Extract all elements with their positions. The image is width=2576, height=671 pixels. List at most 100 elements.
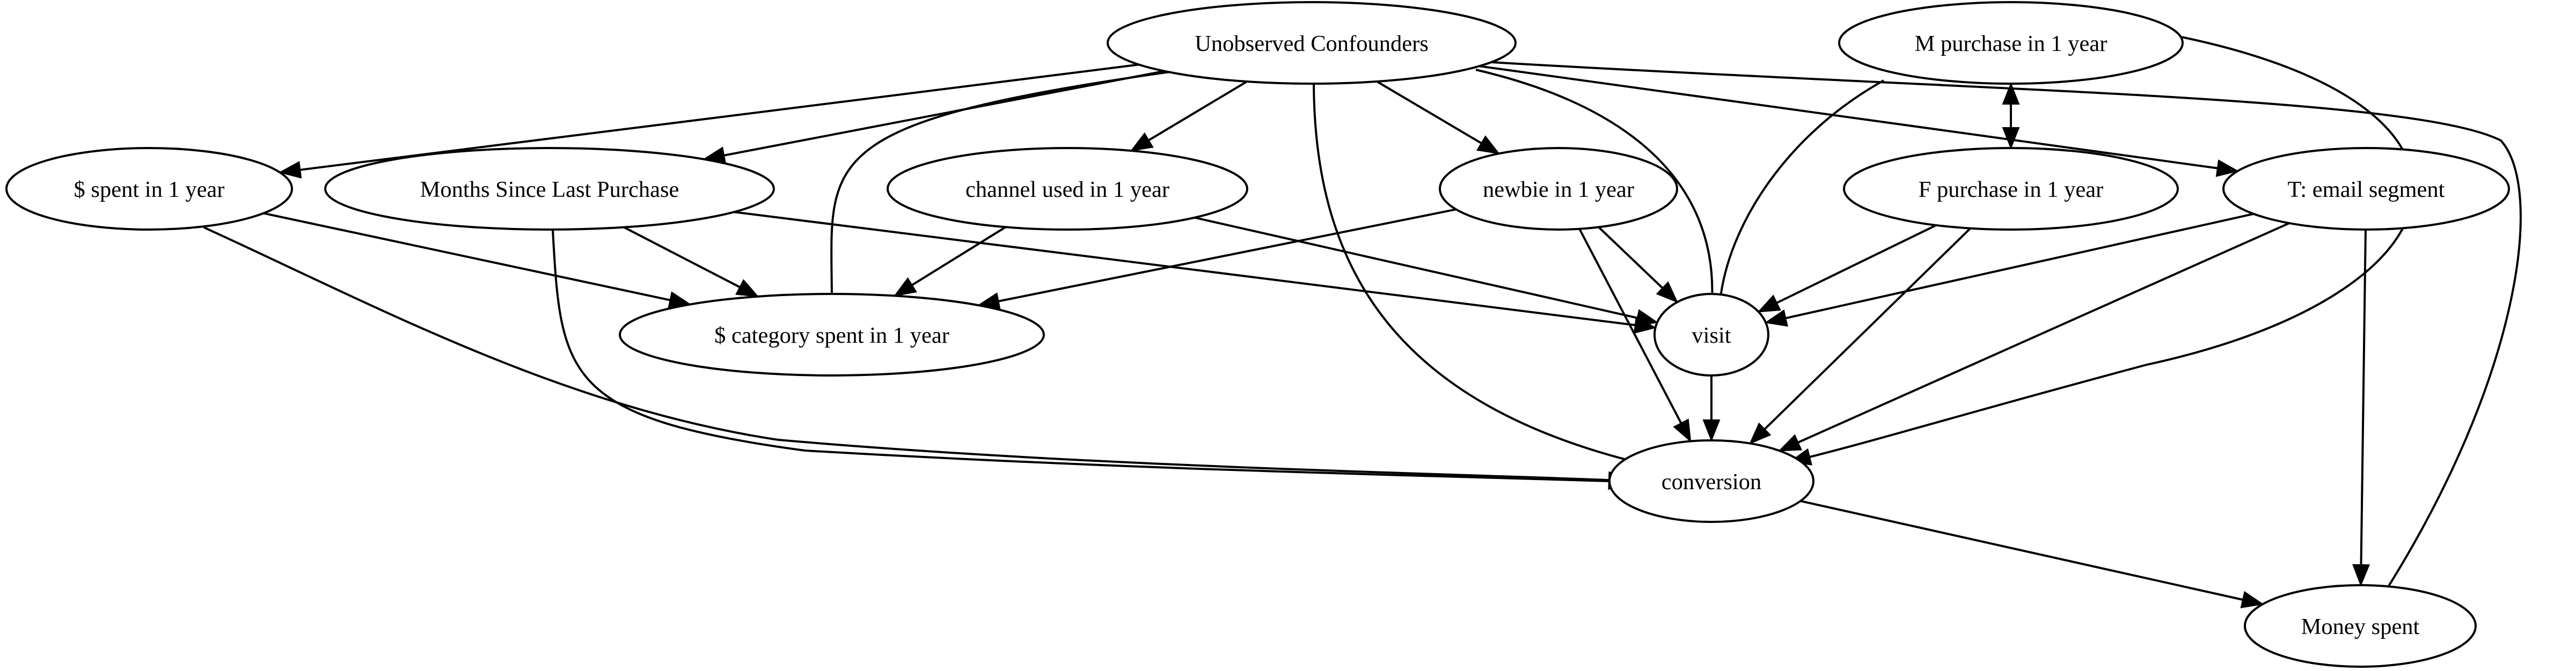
arrowhead bbox=[2352, 564, 2370, 587]
edge-line bbox=[1797, 222, 2290, 444]
node-ellipse bbox=[324, 147, 775, 231]
edge-uc-ch bbox=[1130, 80, 1248, 152]
edge-line bbox=[723, 70, 1165, 157]
edge-fp-cv bbox=[1749, 227, 1971, 445]
edge-layer bbox=[203, 35, 2522, 614]
edge-line bbox=[1785, 212, 2254, 320]
edge-line bbox=[1598, 226, 1664, 289]
node-uc: Unobserved Confounders bbox=[1107, 1, 1517, 85]
arrowhead bbox=[735, 279, 759, 298]
edge-line bbox=[203, 226, 1609, 481]
edge-nb-cv bbox=[1578, 228, 1692, 443]
node-ellipse bbox=[1653, 293, 1769, 377]
edge-line bbox=[998, 208, 1457, 303]
edge-em-cv bbox=[1778, 222, 2290, 452]
edge-fp-vi bbox=[1757, 224, 1937, 313]
edge-line bbox=[1763, 227, 1971, 430]
node-cat: $ category spent in 1 year bbox=[619, 293, 1045, 377]
edge-line bbox=[1148, 80, 1248, 142]
node-label: channel used in 1 year bbox=[965, 177, 1169, 202]
node-nb: newbie in 1 year bbox=[1439, 147, 1678, 231]
arrowhead bbox=[1764, 309, 1788, 327]
node-label: conversion bbox=[1662, 469, 1761, 495]
node-vi: visit bbox=[1653, 293, 1769, 377]
edge-ch-cat bbox=[893, 226, 1006, 297]
edge-line bbox=[1578, 228, 1682, 424]
node-cv: conversion bbox=[1608, 439, 1814, 523]
edge-nb-cat bbox=[977, 208, 1457, 310]
node-label: Money spent bbox=[2301, 614, 2420, 639]
node-label: M purchase in 1 year bbox=[1915, 31, 2107, 56]
edge-line bbox=[1776, 224, 1937, 304]
arrowhead bbox=[2002, 82, 2020, 105]
edge-uc-ms bbox=[1491, 61, 2522, 614]
edge-line bbox=[2360, 229, 2367, 565]
node-fp: F purchase in 1 year bbox=[1843, 147, 2179, 231]
edge-vi-cv bbox=[1702, 375, 1721, 442]
edge-line bbox=[1809, 35, 2414, 458]
edge-line bbox=[623, 226, 741, 289]
edge-mp-fp bbox=[2002, 82, 2020, 150]
node-label: F purchase in 1 year bbox=[1919, 177, 2104, 202]
arrowhead bbox=[2240, 591, 2264, 608]
node-ellipse bbox=[1843, 147, 2179, 231]
edge-sp-cat bbox=[263, 212, 692, 309]
node-ch: channel used in 1 year bbox=[887, 147, 1248, 231]
edge-uc-nb bbox=[1376, 80, 1501, 154]
node-ellipse bbox=[887, 147, 1248, 231]
arrowhead bbox=[1749, 422, 1772, 445]
node-label: $ spent in 1 year bbox=[74, 177, 225, 202]
arrowhead bbox=[2215, 159, 2240, 177]
edge-line bbox=[1479, 65, 2218, 169]
node-ellipse bbox=[1107, 1, 1517, 85]
edge-line bbox=[1313, 84, 1637, 463]
node-layer: Unobserved Confounders M purchase in 1 ye… bbox=[5, 1, 2510, 668]
arrowhead bbox=[1130, 132, 1154, 152]
node-ellipse bbox=[5, 147, 293, 231]
edge-line bbox=[1475, 69, 1714, 302]
node-label: Months Since Last Purchase bbox=[420, 177, 679, 202]
edge-line bbox=[263, 212, 671, 301]
node-label: T: email segment bbox=[2288, 177, 2445, 202]
edge-ch-vi bbox=[1194, 216, 1659, 327]
arrowhead bbox=[2002, 127, 2020, 150]
edge-em-ms bbox=[2352, 229, 2370, 587]
node-msl: Months Since Last Purchase bbox=[324, 147, 775, 231]
node-sp: $ spent in 1 year bbox=[5, 147, 293, 231]
node-ms: Money spent bbox=[2244, 584, 2477, 668]
arrowhead bbox=[278, 161, 302, 179]
node-label: visit bbox=[1692, 323, 1731, 348]
node-mp: M purchase in 1 year bbox=[1838, 1, 2184, 85]
node-label: newbie in 1 year bbox=[1483, 177, 1634, 202]
node-ellipse bbox=[2244, 584, 2477, 668]
node-label: $ category spent in 1 year bbox=[714, 323, 949, 348]
arrowhead bbox=[1476, 135, 1501, 154]
node-ellipse bbox=[1838, 1, 2184, 85]
edge-line bbox=[1194, 216, 1638, 319]
arrowhead bbox=[893, 277, 917, 297]
edge-line bbox=[1376, 80, 1482, 144]
edge-nb-vi bbox=[1598, 226, 1679, 304]
arrowhead bbox=[1635, 309, 1659, 327]
edge-cv-ms bbox=[1800, 500, 2264, 608]
edge-line bbox=[734, 211, 1636, 327]
node-ellipse bbox=[2222, 147, 2510, 231]
arrowhead bbox=[1757, 294, 1781, 313]
edge-line bbox=[1800, 500, 2243, 601]
edge-uc-em bbox=[1479, 65, 2240, 177]
edge-line bbox=[830, 71, 1170, 302]
edge-msl-cat bbox=[623, 226, 759, 298]
arrowhead bbox=[1702, 419, 1721, 442]
arrowhead bbox=[1673, 418, 1692, 443]
edge-line bbox=[552, 230, 1609, 482]
node-ellipse bbox=[619, 293, 1045, 377]
edge-em-vi bbox=[1764, 212, 2254, 327]
node-em: T: email segment bbox=[2222, 147, 2510, 231]
edge-line bbox=[911, 226, 1006, 286]
node-label: Unobserved Confounders bbox=[1195, 31, 1429, 56]
node-ellipse bbox=[1608, 439, 1814, 523]
node-ellipse bbox=[1439, 147, 1678, 231]
edge-line bbox=[1719, 79, 1884, 302]
arrowhead bbox=[1778, 434, 1803, 452]
